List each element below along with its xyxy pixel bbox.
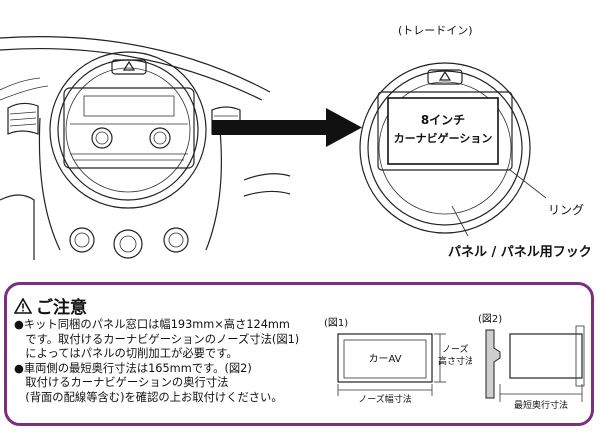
notice-line: (背面の配線等含む)を確認の上お取付けください。: [14, 390, 283, 404]
notice-title-text: ご注意: [36, 298, 87, 318]
notice-line: ●キット同梱のパネル窓口は幅193mm×高さ124mm: [14, 318, 290, 331]
center-console-circle: [49, 51, 207, 209]
nose-width-label: ノーズ幅寸法: [358, 393, 412, 405]
lower-knobs: [69, 227, 189, 259]
trade-in-label: (トレードイン): [398, 24, 473, 37]
notice-line: によってはパネルの切削加工が必要です。: [14, 347, 238, 360]
left-vent: [7, 102, 39, 135]
figure-2: (図2) 最短奥行寸法: [478, 313, 585, 411]
dashboard-illustration: [0, 36, 291, 260]
notice-line: です。取付けるカーナビゲーションのノーズ寸法(図1): [14, 332, 300, 346]
panel-label: パネル / パネル用フック: [448, 245, 592, 260]
figure-2-caption: (図2): [478, 313, 502, 325]
ring-label: リング: [548, 203, 584, 217]
device-label-line2: カーナビゲーション: [394, 131, 493, 145]
warning-triangle-icon: [14, 297, 32, 314]
notice-box: [4, 282, 594, 426]
figure-1-device-label: カーAV: [368, 353, 401, 365]
figure-1-caption: (図1): [324, 317, 348, 329]
notice-lines: ●キット同梱のパネル窓口は幅193mm×高さ124mm です。取付けるカーナビゲ…: [14, 318, 314, 405]
notice-line: 取付けるカーナビゲーションの奥行寸法: [14, 376, 229, 389]
notice-line: ●車両側の最短奥行寸法は165mmです。(図2): [14, 361, 252, 375]
notice-title: ご注意: [14, 293, 87, 318]
navigation-screen: [387, 97, 499, 165]
nose-height-label: ノーズ: [442, 343, 469, 355]
depth-label: 最短奥行寸法: [514, 399, 568, 411]
trade-in-illustration: (トレードイン) 8インチ カーナビゲーション リング: [359, 24, 584, 237]
device-label-line1: 8インチ: [421, 113, 465, 127]
nose-height-label-2: 高さ寸法: [438, 355, 472, 367]
figure-1: (図1) カーAV ノーズ 高さ寸法 ノーズ幅寸法: [324, 317, 472, 405]
right-arrow-icon: [212, 108, 362, 147]
